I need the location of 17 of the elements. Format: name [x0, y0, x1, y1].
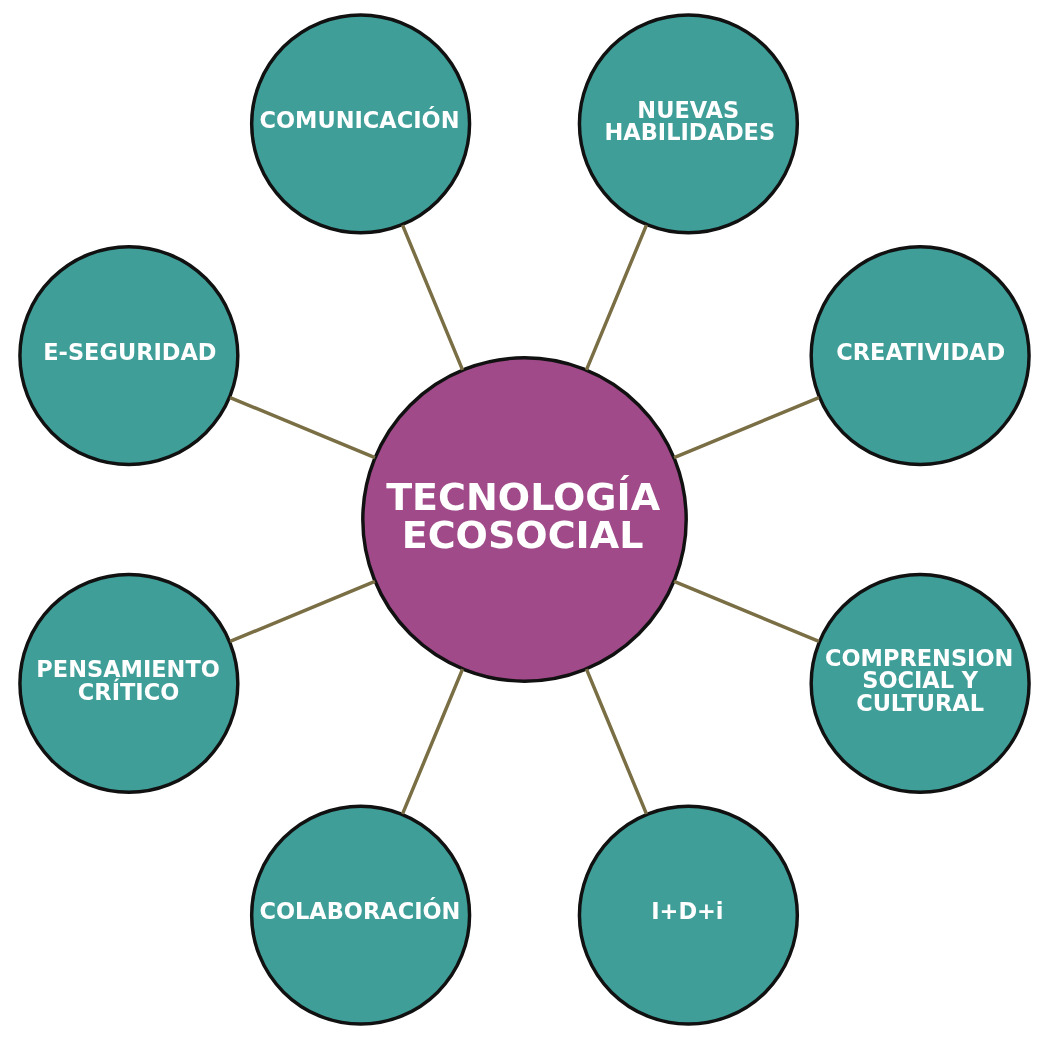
connector [228, 579, 376, 644]
node-circle: I+D+i [577, 804, 799, 1026]
connector [400, 668, 464, 815]
connector [584, 224, 648, 371]
connector [672, 395, 820, 460]
node-circle: NUEVAS HABILIDADES [577, 13, 799, 235]
connector [400, 224, 464, 371]
connector [584, 668, 648, 815]
node-circle: TECNOLOGÍA ECOSOCIAL [360, 356, 688, 683]
node-circle: CREATIVIDAD [808, 244, 1031, 467]
node-circle: COLABORACIÓN [249, 804, 471, 1026]
connector [672, 579, 820, 644]
node-circle: COMUNICACIÓN [249, 13, 471, 235]
connector [228, 395, 376, 460]
node-circle: PENSAMIENTO CRÍTICO [17, 572, 240, 795]
node-circle: COMPRENSION SOCIAL Y CULTURAL [808, 572, 1031, 795]
node-circle: E-SEGURIDAD [17, 244, 240, 467]
